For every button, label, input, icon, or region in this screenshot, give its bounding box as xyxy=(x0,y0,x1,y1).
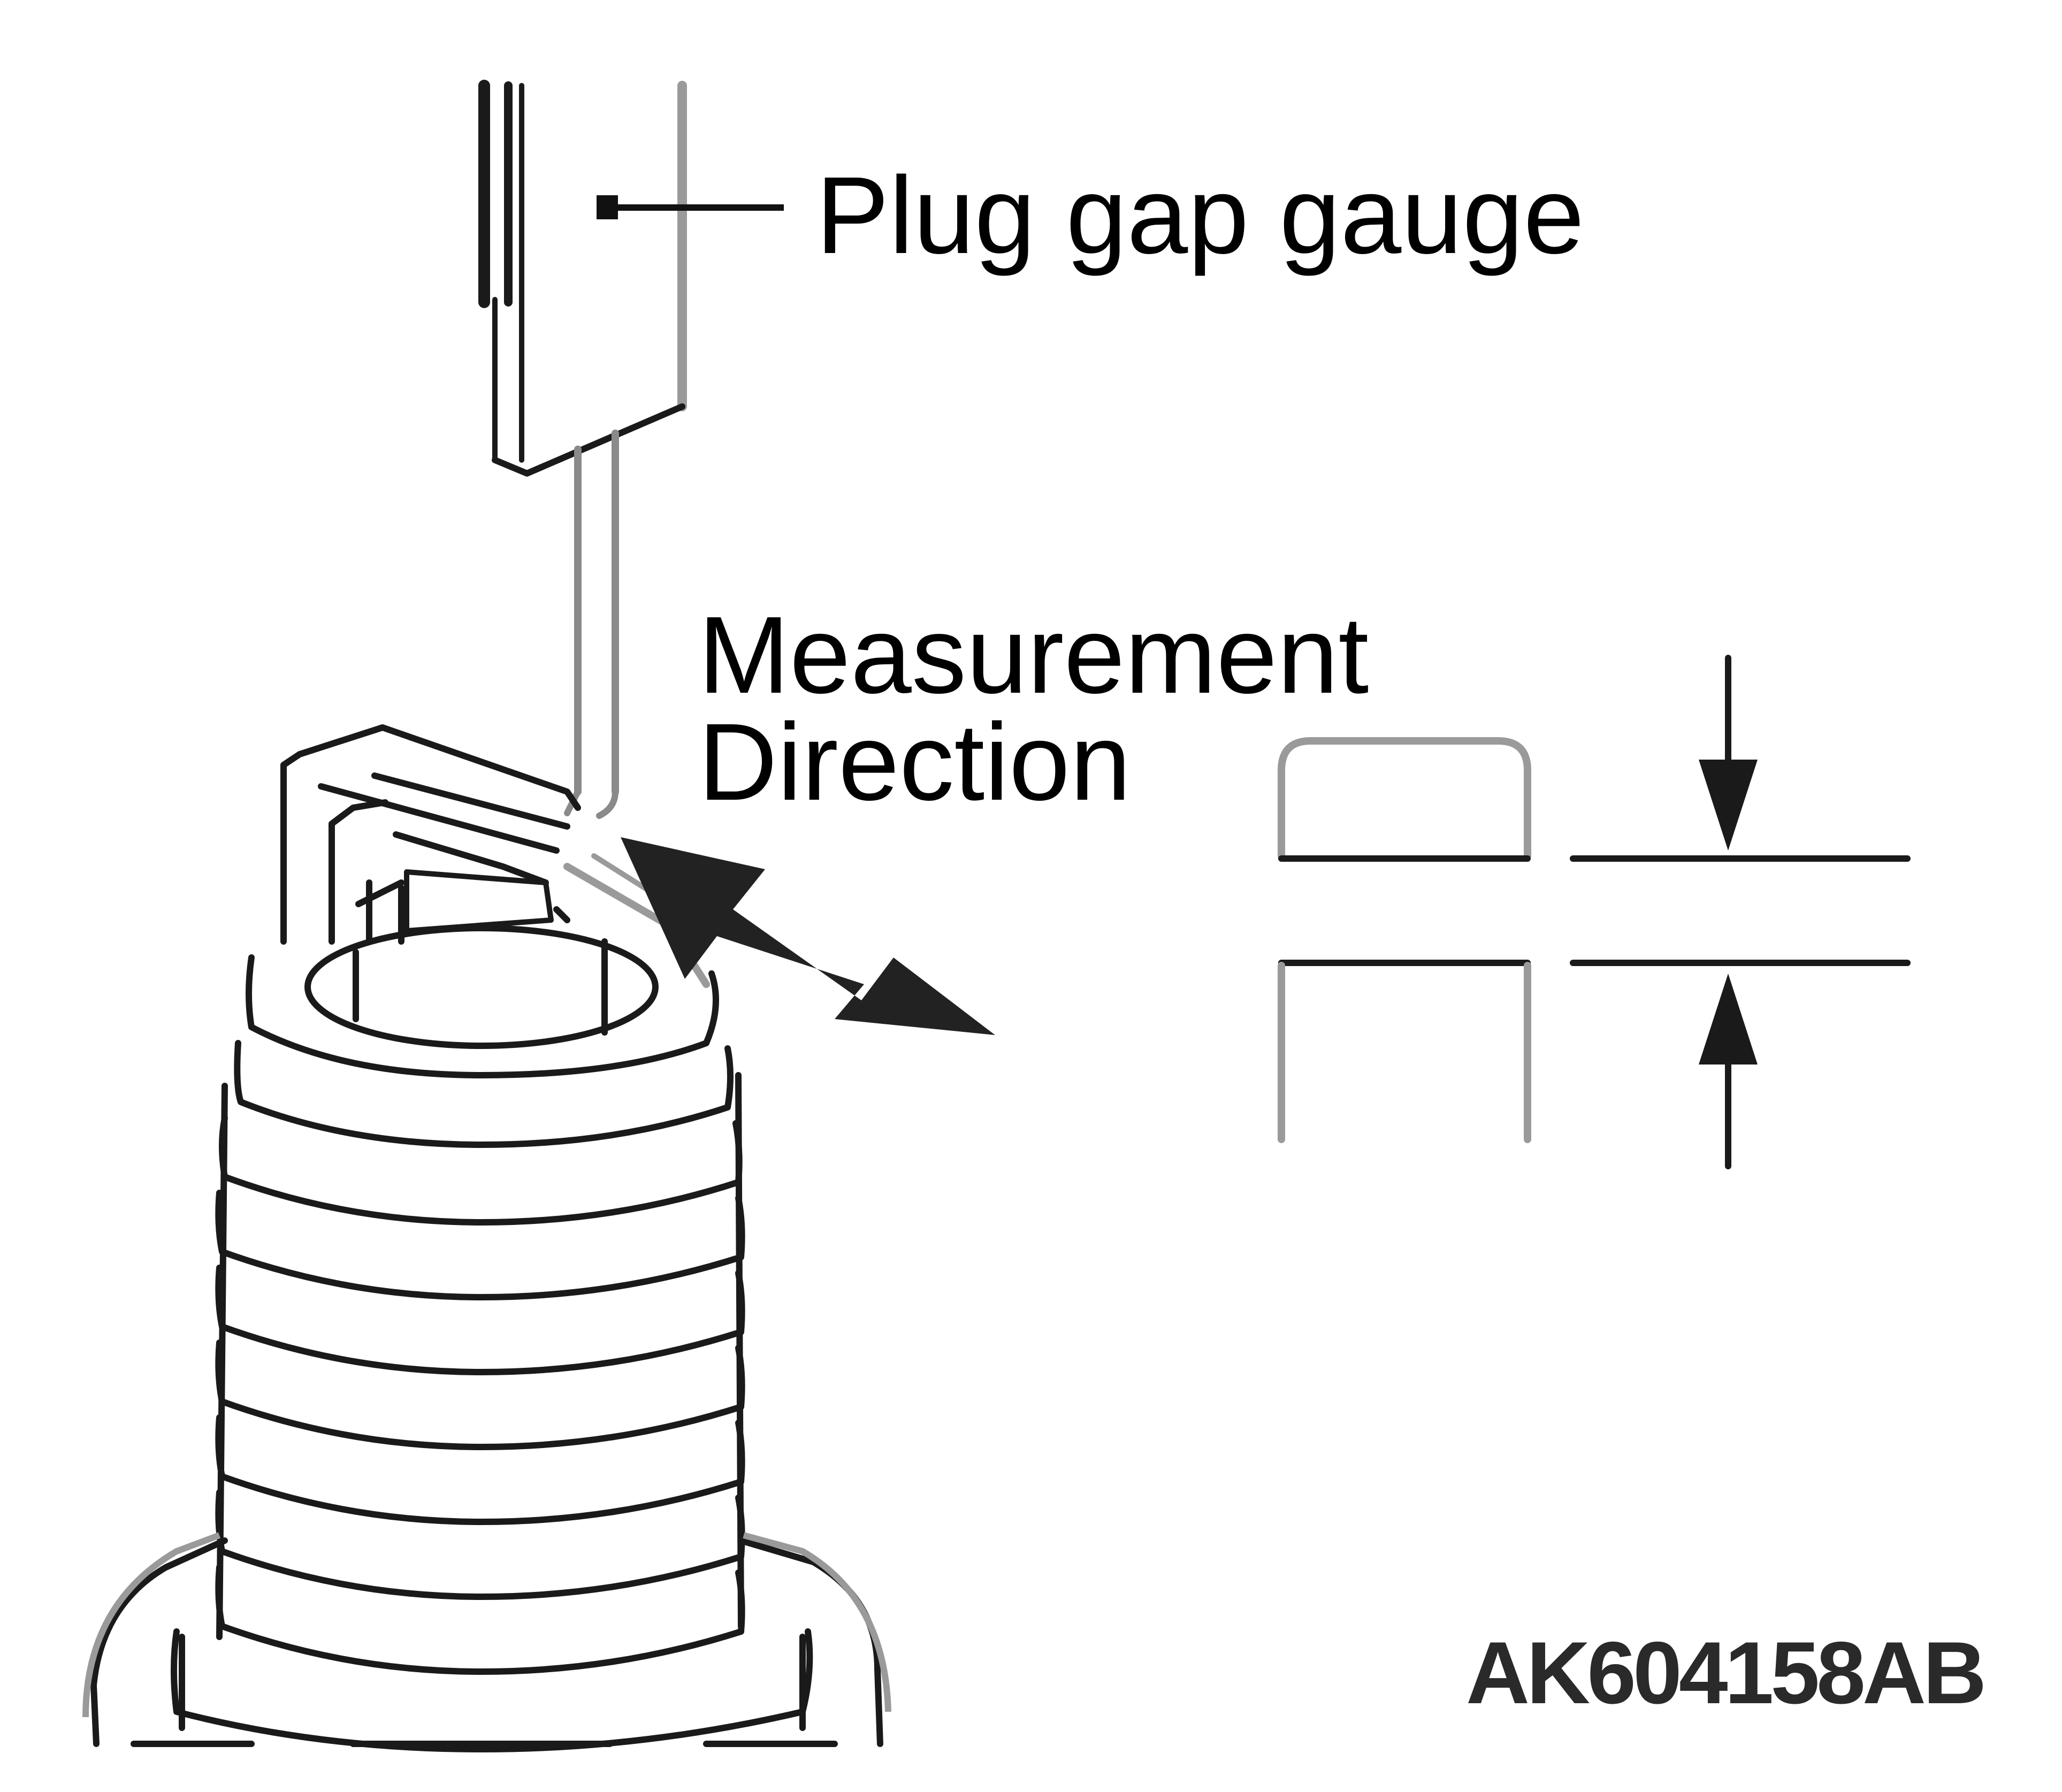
figure-code: AK604158AB xyxy=(1466,1623,1987,1722)
spark-plug-threads xyxy=(90,954,883,1752)
plug-gap-gauge-label: Plug gap gauge xyxy=(816,154,1585,277)
gauge-leader-line xyxy=(597,195,784,219)
spark-plug-shell-outline xyxy=(82,1532,891,1718)
measurement-direction-label: Measurement Direction xyxy=(698,594,1369,823)
gap-detail xyxy=(1278,655,1911,1169)
measurement-direction-arrow xyxy=(621,837,995,1035)
spark-plug-tip xyxy=(280,724,710,1049)
measurement-label-line2: Direction xyxy=(698,701,1131,823)
measurement-label-line1: Measurement xyxy=(698,594,1369,716)
plug-gap-gauge xyxy=(478,80,687,819)
